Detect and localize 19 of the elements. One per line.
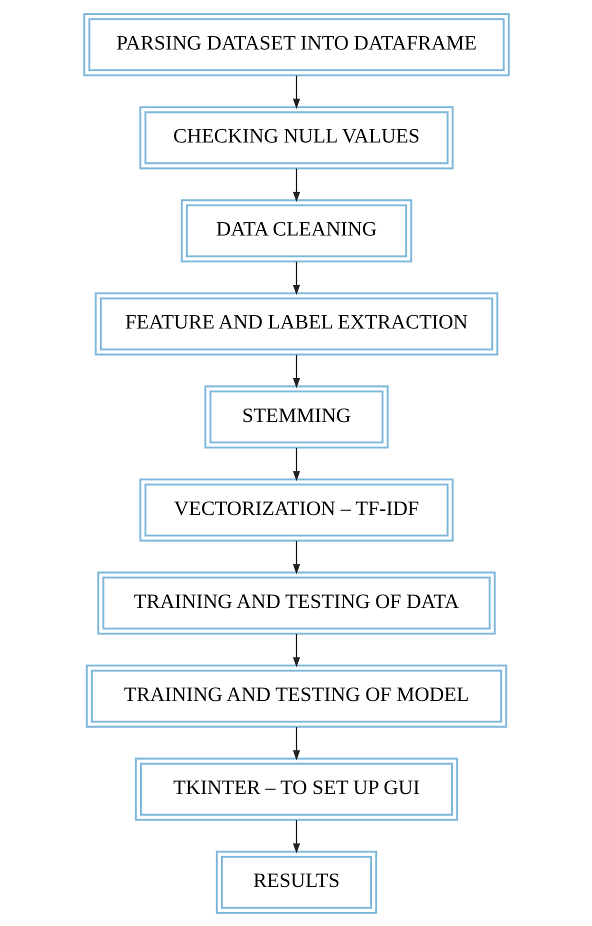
node-box: TRAINING AND TESTING OF DATA <box>96 571 496 634</box>
node-box: TRAINING AND TESTING OF MODEL <box>85 664 507 728</box>
node-box: CHECKING NULL VALUES <box>138 106 454 169</box>
arrow <box>292 168 300 202</box>
arrow <box>292 820 300 854</box>
node-box: STEMMING <box>204 384 388 448</box>
node-box: DATA CLEANING <box>180 198 412 262</box>
arrow <box>292 261 300 295</box>
arrow <box>292 540 300 574</box>
node-box: PARSING DATASET INTO DATAFRAME <box>82 12 510 76</box>
node-box: TKINTER – TO SET UP GUI <box>134 757 458 820</box>
arrow <box>292 75 300 109</box>
node-box: FEATURE AND LABEL EXTRACTION <box>94 292 498 355</box>
arrow <box>292 447 300 481</box>
node-box: RESULTS <box>215 850 377 914</box>
node-box: VECTORIZATION – TF-IDF <box>138 478 454 542</box>
arrow <box>292 634 300 667</box>
arrow <box>292 726 300 760</box>
arrow <box>292 354 300 388</box>
